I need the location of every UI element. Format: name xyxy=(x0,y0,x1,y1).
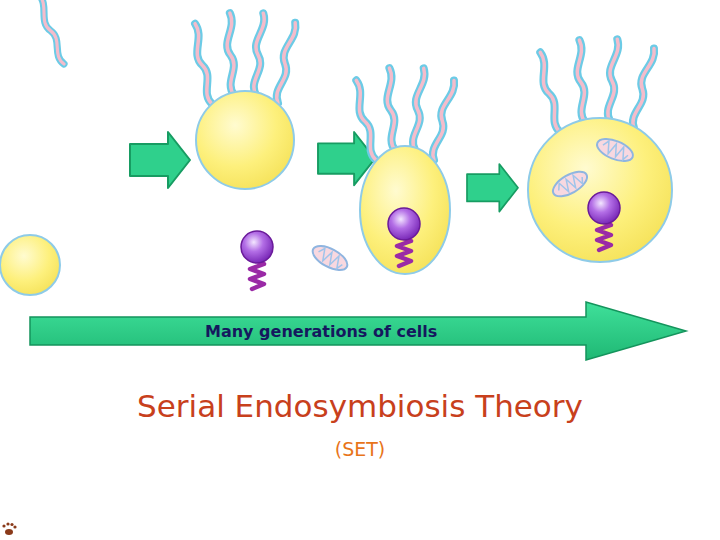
arrow-body xyxy=(30,302,686,360)
step-arrow xyxy=(467,164,518,212)
paw-icon xyxy=(2,522,16,535)
mitochondrion xyxy=(309,241,351,275)
step-arrow xyxy=(130,132,190,188)
generations-arrow: Many generations of cells xyxy=(30,302,686,360)
flagellated-cell xyxy=(190,13,297,189)
flagellated-cell xyxy=(528,39,672,262)
host-cell xyxy=(0,235,60,295)
spirochete xyxy=(34,0,67,65)
subtitle: (SET) xyxy=(0,438,720,460)
slide-title: Serial Endosymbiosis Theory xyxy=(0,388,720,424)
symbiont xyxy=(241,231,273,289)
arrow-label: Many generations of cells xyxy=(205,322,437,341)
flagellated-cell xyxy=(351,68,455,274)
